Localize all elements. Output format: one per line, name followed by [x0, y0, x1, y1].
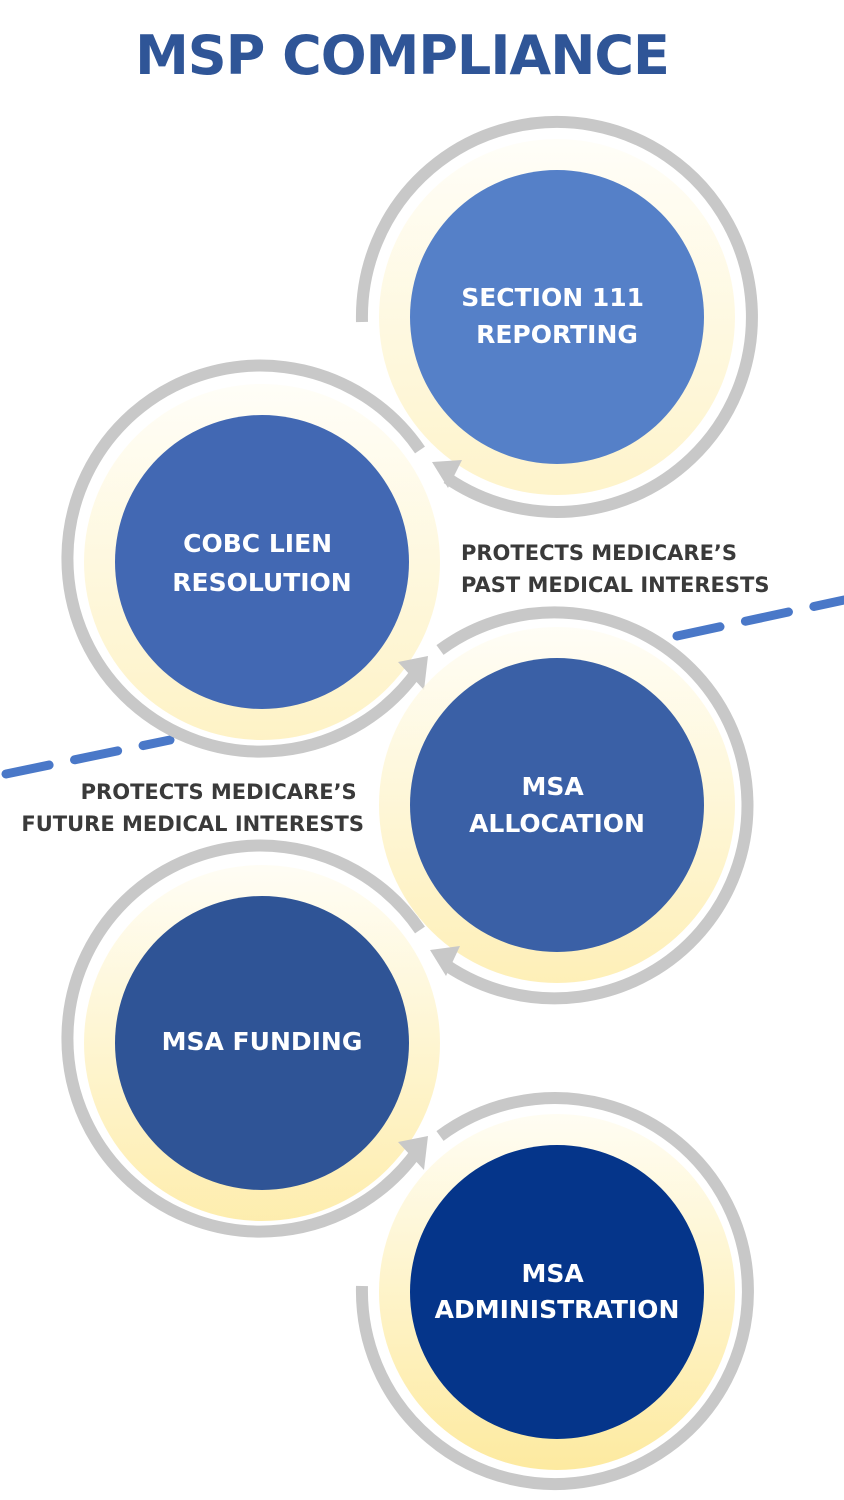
node-label-line: MSA FUNDING: [162, 1027, 363, 1056]
note-line: PROTECTS MEDICARE’S: [461, 541, 737, 565]
node-label-line: REPORTING: [476, 320, 638, 349]
node-cobc-lien: COBC LIEN RESOLUTION: [61, 359, 440, 758]
note-past-interests: PROTECTS MEDICARE’S PAST MEDICAL INTERES…: [461, 541, 769, 597]
node-label-line: RESOLUTION: [172, 568, 351, 597]
node-section-111: SECTION 111 REPORTING: [355, 115, 758, 518]
note-line: PAST MEDICAL INTERESTS: [461, 573, 769, 597]
node-msa-funding: MSA FUNDING: [61, 839, 440, 1238]
node-msa-allocation: MSA ALLOCATION: [379, 606, 754, 1005]
node-label-line: SECTION 111: [461, 283, 644, 312]
node-msa-administration: MSA ADMINISTRATION: [355, 1092, 754, 1491]
svg-text:MSA ALLOCATION: MSA ALLOCATION: [469, 772, 645, 838]
divider-past: [672, 595, 844, 641]
note-future-interests: PROTECTS MEDICARE’S FUTURE MEDICAL INTER…: [21, 780, 364, 836]
divider-future: [1, 735, 175, 779]
svg-text:SECTION 111 REPORTING: SECTION 111 REPORTING: [461, 283, 653, 349]
node-label-line: MSA: [522, 772, 585, 801]
note-line: PROTECTS MEDICARE’S: [81, 780, 357, 804]
node-label-line: ALLOCATION: [469, 809, 645, 838]
svg-text:MSA FUNDING: MSA FUNDING: [162, 1027, 363, 1056]
svg-text:COBC LIEN RESOLUTION: COBC LIEN RESOLUTION: [172, 529, 351, 597]
node-label-line: ADMINISTRATION: [435, 1295, 680, 1324]
svg-text:MSA ADMINISTRATION: MSA ADMINISTRATION: [435, 1259, 680, 1324]
page-title: MSP COMPLIANCE: [135, 24, 669, 87]
note-line: FUTURE MEDICAL INTERESTS: [21, 812, 364, 836]
node-label-line: COBC LIEN: [183, 529, 332, 558]
node-label-line: MSA: [522, 1259, 585, 1288]
